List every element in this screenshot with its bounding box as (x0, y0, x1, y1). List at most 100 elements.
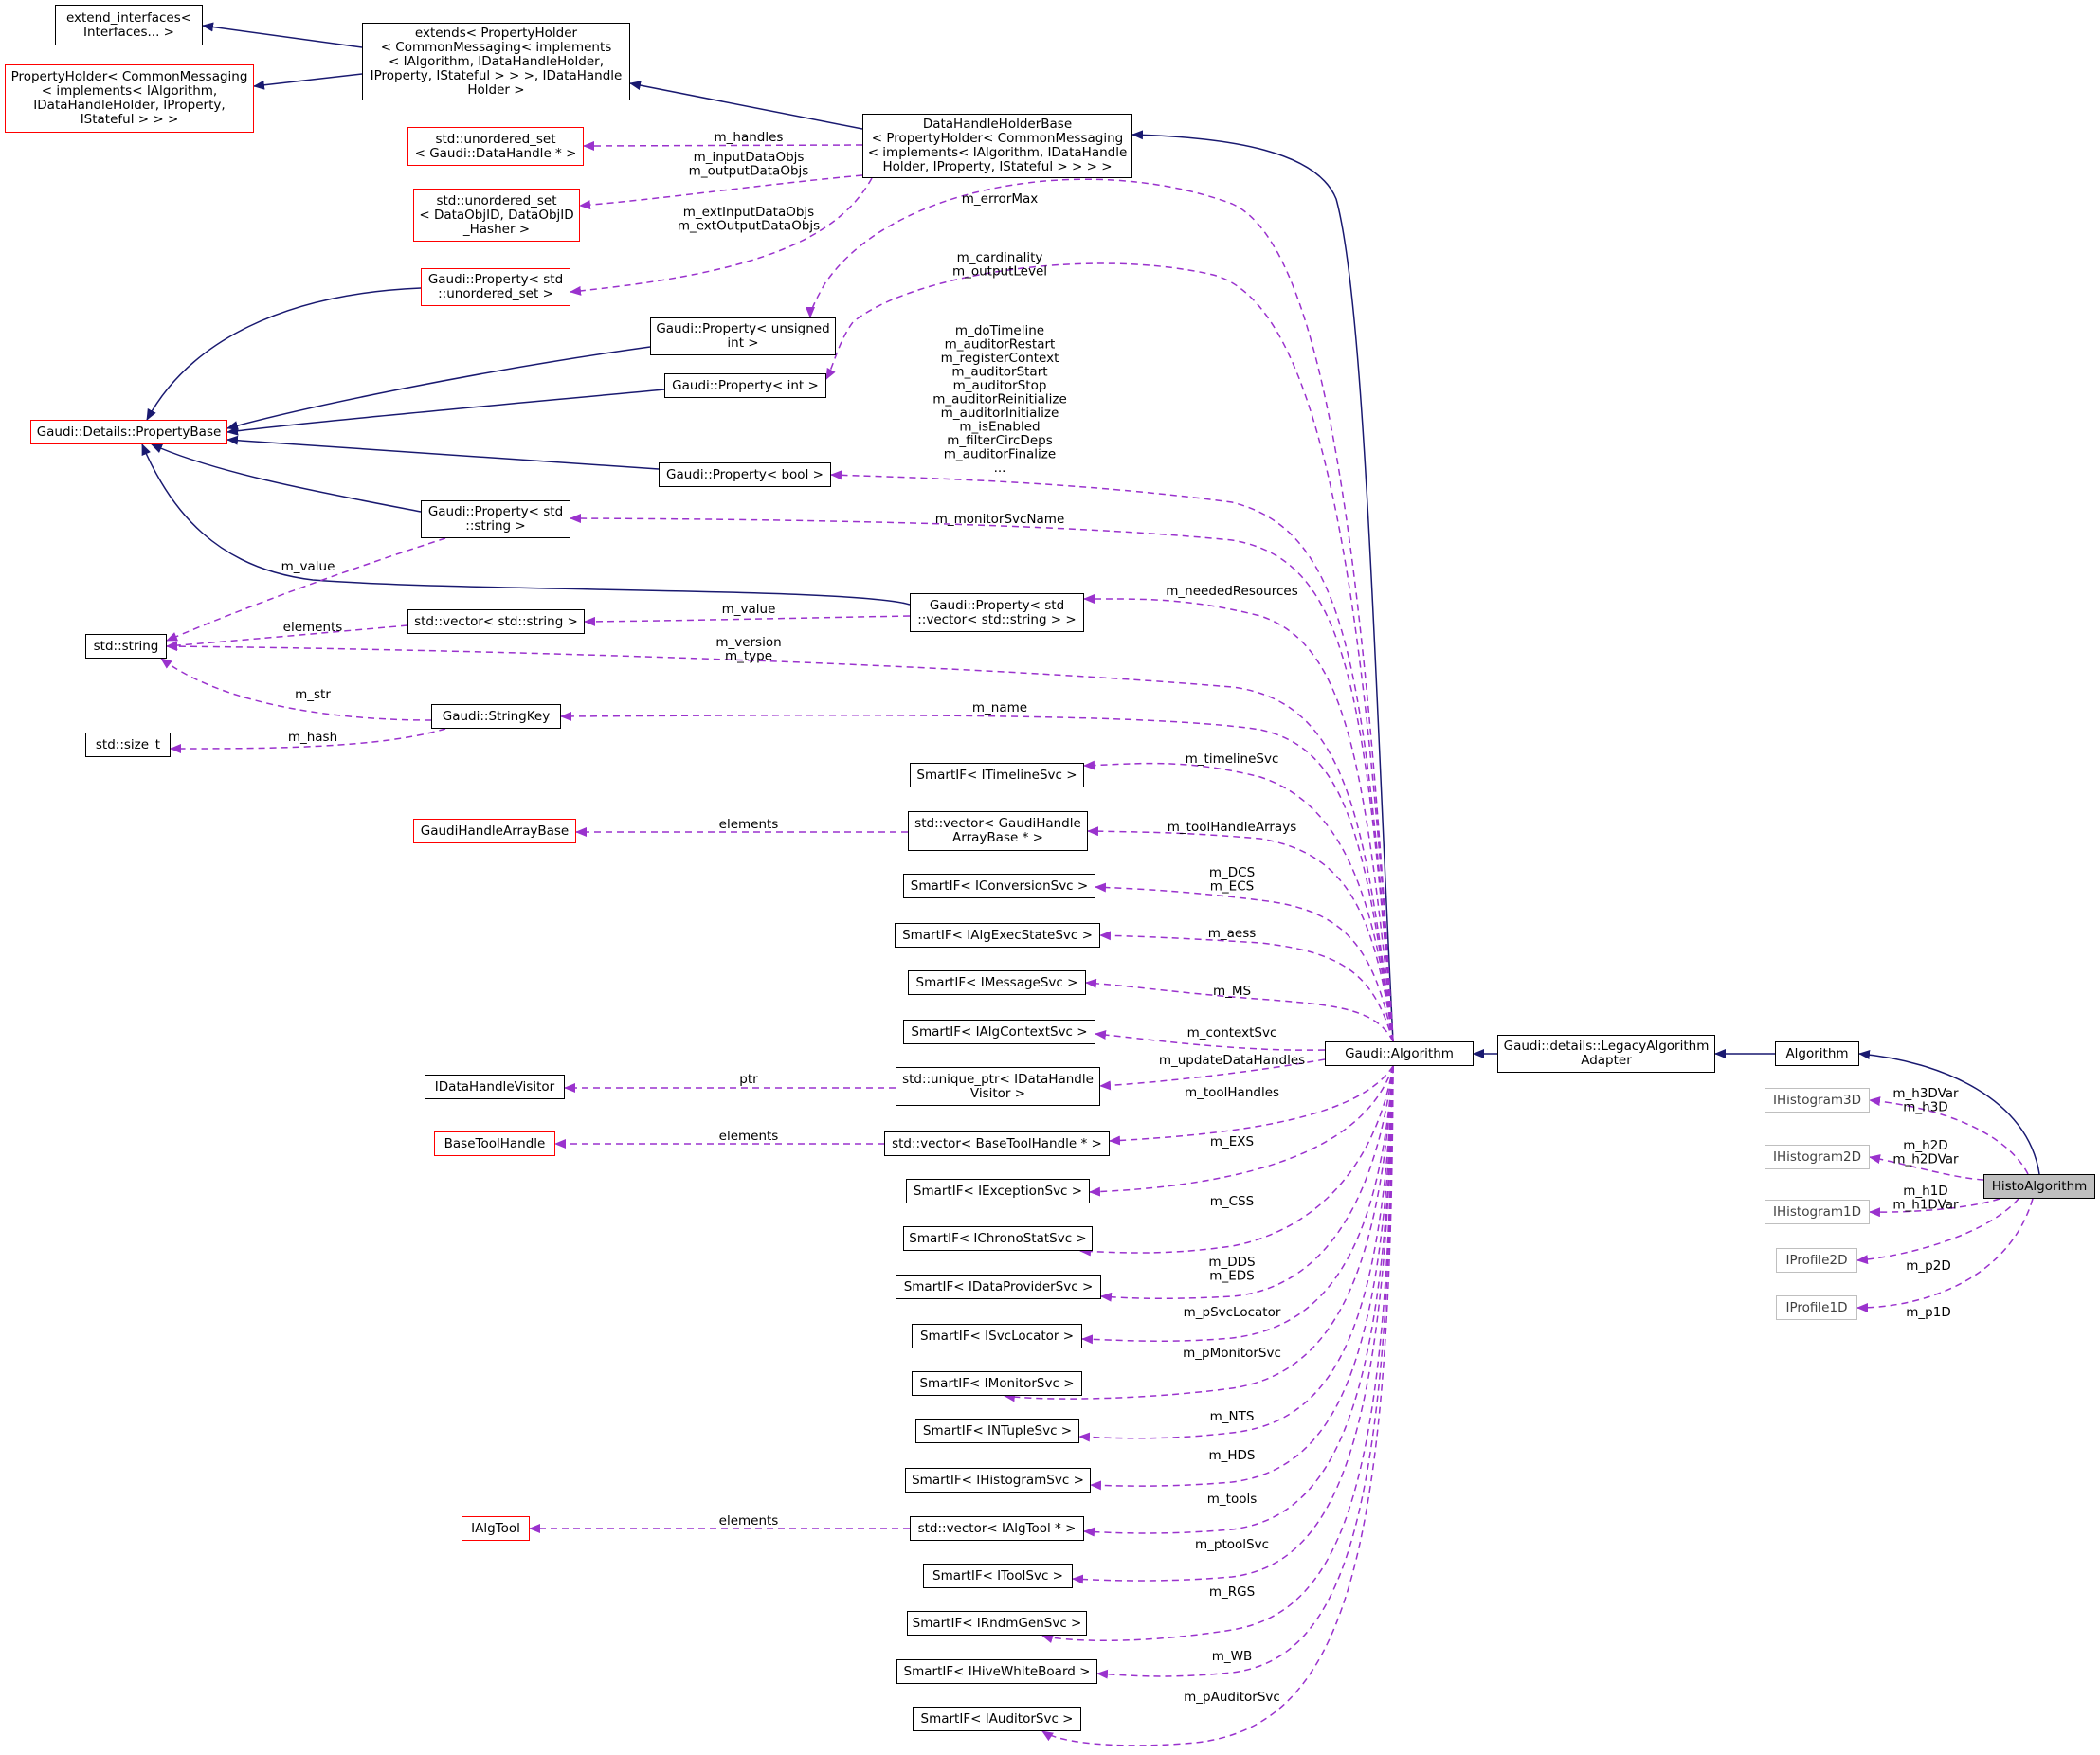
edge-label-elements-2: elements (719, 817, 779, 832)
edge-use-value-vector (584, 615, 911, 626)
edge-use-dcs (1095, 882, 1394, 1042)
node-legacyalgorithmadapter[interactable]: Gaudi::details::LegacyAlgorithm Adapter (1497, 1035, 1715, 1073)
node-algorithm[interactable]: Algorithm (1775, 1041, 1859, 1066)
node-unordered-set-datahandle[interactable]: std::unordered_set < Gaudi::DataHandle *… (407, 127, 584, 166)
edge-use-monitorsvcname (570, 514, 1394, 1042)
node-smartif-irndmgensvc[interactable]: SmartIF< IRndmGenSvc > (907, 1611, 1087, 1636)
node-unordered-set-dataobjid[interactable]: std::unordered_set < DataObjID, DataObjI… (413, 189, 580, 242)
node-vector-gaudihandlearraybase[interactable]: std::vector< GaudiHandle ArrayBase * > (908, 811, 1088, 851)
edge-use-pmonitorsvc (1004, 1065, 1394, 1402)
edge-use-wb (1096, 1065, 1394, 1679)
node-smartif-iexceptionsvc[interactable]: SmartIF< IExceptionSvc > (906, 1179, 1090, 1203)
edge-label-elements-1: elements (283, 620, 343, 635)
node-size-t[interactable]: std::size_t (85, 733, 171, 757)
node-smartif-imessagesvc[interactable]: SmartIF< IMessageSvc > (908, 970, 1086, 995)
node-smartif-intuplesvc[interactable]: SmartIF< INTupleSvc > (915, 1419, 1079, 1443)
node-smartif-ialgexecstatesvc[interactable]: SmartIF< IAlgExecStateSvc > (895, 923, 1100, 948)
node-property-int[interactable]: Gaudi::Property< int > (664, 373, 826, 398)
node-property-vector-string[interactable]: Gaudi::Property< std ::vector< std::stri… (910, 593, 1084, 632)
node-propertybase[interactable]: Gaudi::Details::PropertyBase (30, 420, 227, 444)
node-property-string[interactable]: Gaudi::Property< std ::string > (421, 500, 570, 538)
edge-use-boolprops (830, 470, 1394, 1042)
edge-label-m-nts: m_NTS (1210, 1409, 1255, 1424)
edge-use-exs (1089, 1065, 1394, 1197)
edge-label-m-value-2: m_value (722, 602, 776, 617)
node-propertyholder-commonmessaging[interactable]: PropertyHolder< CommonMessaging < implem… (5, 64, 254, 133)
node-extend-interfaces[interactable]: extend_interfaces< Interfaces... > (55, 5, 203, 45)
edge-propvector-to-base (141, 443, 911, 606)
edge-label-m-p1d: m_p1D (1906, 1305, 1950, 1320)
edge-label-m-hds: m_HDS (1208, 1448, 1255, 1463)
node-gaudihandlearraybase[interactable]: GaudiHandleArrayBase (413, 819, 576, 843)
edge-use-tools (1083, 1065, 1394, 1537)
edge-use-aess (1099, 931, 1394, 1042)
node-gaudi-algorithm[interactable]: Gaudi::Algorithm (1325, 1041, 1474, 1066)
edge-label-m-ms: m_MS (1213, 984, 1251, 999)
node-vector-ialgtool[interactable]: std::vector< IAlgTool * > (910, 1516, 1084, 1541)
edge-use-css (1079, 1065, 1394, 1257)
edge-label-m-value-1: m_value (281, 559, 335, 574)
edge-use-name (560, 711, 1394, 1042)
edge-label-m-updatedatahandles: m_updateDataHandles (1159, 1053, 1305, 1068)
edge-label-m-pauditorsvc: m_pAuditorSvc (1184, 1690, 1280, 1705)
edge-propint-to-base (226, 389, 665, 436)
node-ialgtool[interactable]: IAlgTool (462, 1516, 530, 1541)
node-smartif-idataprovidersvc[interactable]: SmartIF< IDataProviderSvc > (896, 1275, 1101, 1299)
edge-use-neededresources (1083, 593, 1394, 1042)
node-smartif-ialgcontextsvc[interactable]: SmartIF< IAlgContextSvc > (903, 1020, 1095, 1044)
node-vector-string[interactable]: std::vector< std::string > (407, 609, 585, 634)
node-smartif-isvclocator[interactable]: SmartIF< ISvcLocator > (912, 1324, 1082, 1348)
node-stringkey[interactable]: Gaudi::StringKey (431, 704, 561, 729)
edge-use-nts (1078, 1065, 1394, 1442)
node-smartif-iauditorsvc[interactable]: SmartIF< IAuditorSvc > (913, 1707, 1081, 1731)
node-ihistogram1d[interactable]: IHistogram1D (1765, 1200, 1870, 1224)
node-ihistogram2d[interactable]: IHistogram2D (1765, 1145, 1870, 1169)
node-property-unordered-set[interactable]: Gaudi::Property< std ::unordered_set > (421, 268, 570, 306)
node-smartif-itimelinesvc[interactable]: SmartIF< ITimelineSvc > (910, 763, 1084, 787)
edge-use-p2d (1856, 1198, 2019, 1265)
edge-use-timelinesvc (1083, 760, 1394, 1042)
node-smartif-itoolsvc[interactable]: SmartIF< IToolSvc > (923, 1564, 1073, 1588)
edge-label-m-timelinesvc: m_timelineSvc (1186, 751, 1279, 767)
node-datahandleholderbase[interactable]: DataHandleHolderBase < PropertyHolder< C… (862, 114, 1132, 178)
node-smartif-ihivewhiteboard[interactable]: SmartIF< IHiveWhiteBoard > (896, 1659, 1097, 1684)
node-std-string[interactable]: std::string (85, 634, 167, 659)
node-histoalgorithm[interactable]: HistoAlgorithm (1983, 1174, 2095, 1199)
node-smartif-ihistogramsvc[interactable]: SmartIF< IHistogramSvc > (905, 1468, 1091, 1493)
node-vector-basetoolhandle[interactable]: std::vector< BaseToolHandle * > (884, 1131, 1110, 1156)
edge-extends-to-extendinterfaces (202, 22, 363, 48)
edge-extends-to-propertyholder (253, 73, 363, 90)
node-smartif-imonitorsvc[interactable]: SmartIF< IMonitorSvc > (912, 1371, 1082, 1396)
edge-propbool-to-base (226, 435, 660, 470)
node-basetoolhandle[interactable]: BaseToolHandle (434, 1131, 555, 1156)
edge-use-h1d (1869, 1198, 2000, 1218)
node-unique-ptr-idatahandlevisitor[interactable]: std::unique_ptr< IDataHandle Visitor > (896, 1067, 1100, 1106)
node-idatahandlevisitor[interactable]: IDataHandleVisitor (425, 1075, 565, 1099)
edge-propstring-to-base (151, 443, 422, 513)
edge-label-m-neededresources: m_neededResources (1166, 584, 1297, 599)
edge-use-inputdataobjs (579, 174, 863, 210)
node-smartif-iconversionsvc[interactable]: SmartIF< IConversionSvc > (903, 874, 1095, 898)
edge-use-hash (170, 728, 446, 753)
edge-use-toolhandles (1109, 1065, 1394, 1146)
edge-use-extinputdataobjs (570, 177, 873, 296)
edge-use-ms (1085, 978, 1394, 1042)
node-smartif-ichronostatsvc[interactable]: SmartIF< IChronoStatSvc > (903, 1226, 1093, 1251)
node-extends-propertyholder[interactable]: extends< PropertyHolder < CommonMessagin… (362, 23, 630, 100)
node-ihistogram3d[interactable]: IHistogram3D (1765, 1088, 1870, 1113)
node-property-unsigned-int[interactable]: Gaudi::Property< unsigned int > (650, 317, 836, 355)
edge-use-errormax (806, 178, 1394, 1042)
node-property-bool[interactable]: Gaudi::Property< bool > (659, 462, 831, 487)
edge-use-p1d (1856, 1198, 2034, 1312)
node-iprofile1d[interactable]: IProfile1D (1776, 1295, 1857, 1320)
node-iprofile2d[interactable]: IProfile2D (1776, 1248, 1857, 1273)
edge-propunordered-to-base (146, 287, 422, 421)
edge-label-m-tools: m_tools (1207, 1492, 1258, 1507)
